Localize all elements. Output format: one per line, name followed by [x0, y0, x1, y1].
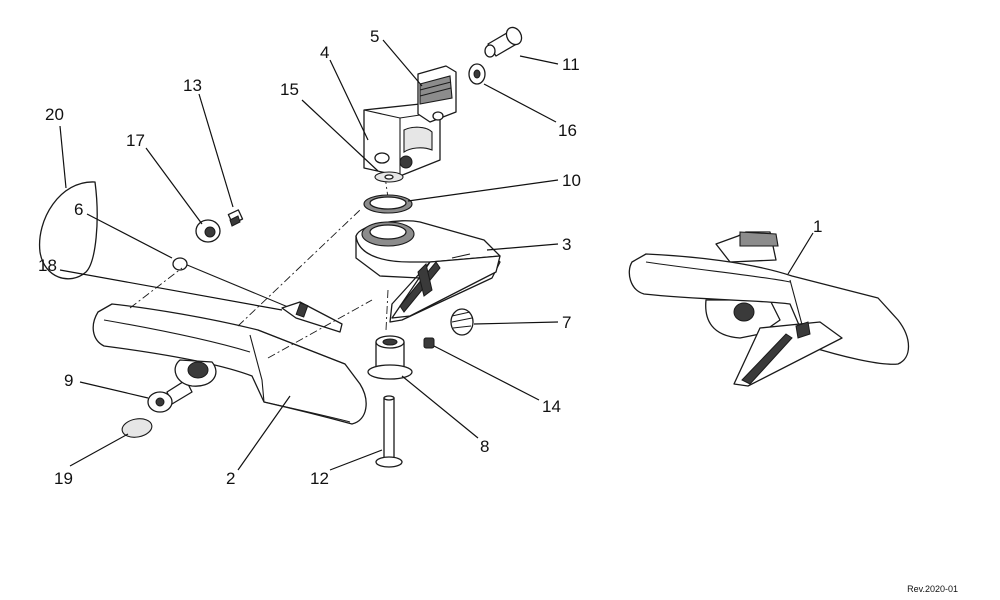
revision-label: Rev.2020-01	[907, 584, 958, 594]
part-17-nut	[195, 219, 221, 243]
label-20: 20	[45, 105, 64, 124]
label-4: 4	[320, 43, 329, 62]
label-10: 10	[562, 171, 581, 190]
label-18: 18	[38, 256, 57, 275]
assembly-guide-lines	[129, 175, 389, 359]
label-6: 6	[74, 200, 83, 219]
label-5: 5	[370, 27, 379, 46]
part-3-base	[355, 220, 501, 323]
label-8: 8	[480, 437, 489, 456]
callout-labels: 1 2 3 4 5 6 7 8 9 10 11 12 13 14 15 16 1…	[38, 27, 822, 488]
label-19: 19	[54, 469, 73, 488]
part-18-end-fitting	[281, 301, 343, 333]
part-8-sleeve	[367, 335, 413, 380]
label-14: 14	[542, 397, 561, 416]
label-16: 16	[558, 121, 577, 140]
part-5-clamp-jaw	[417, 65, 457, 123]
part-19-cap	[121, 418, 153, 438]
part-2-handle	[92, 303, 367, 425]
label-3: 3	[562, 235, 571, 254]
label-12: 12	[310, 469, 329, 488]
part-1-assembly	[628, 231, 910, 387]
part-10-bearing-ring	[363, 194, 413, 214]
part-15-washer	[374, 171, 404, 183]
part-16-washer	[468, 63, 486, 85]
part-14-screw	[423, 337, 435, 349]
label-13: 13	[183, 76, 202, 95]
part-9-bolt	[147, 379, 193, 413]
part-7-knob	[450, 308, 474, 336]
part-20-disc	[38, 181, 98, 280]
label-2: 2	[226, 469, 235, 488]
label-15: 15	[280, 80, 299, 99]
part-12-bolt	[375, 395, 403, 468]
label-17: 17	[126, 131, 145, 150]
part-13-screw	[227, 209, 244, 227]
label-1: 1	[813, 217, 822, 236]
part-11-bolt	[484, 26, 523, 58]
label-11: 11	[562, 55, 580, 74]
label-7: 7	[562, 313, 571, 332]
leader-lines	[59, 39, 814, 471]
label-9: 9	[64, 371, 73, 390]
part-6-cable	[172, 257, 301, 313]
